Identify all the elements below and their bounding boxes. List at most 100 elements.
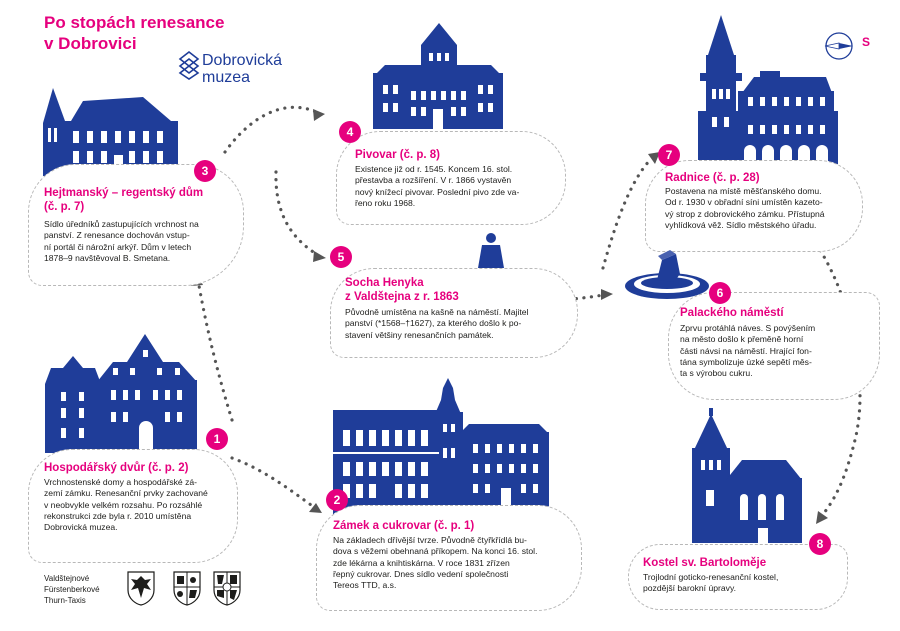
route-1-3 [196,278,234,422]
text-line: Zprvu protáhlá náves. S povýšením [680,323,816,333]
compass-label: S [862,35,871,49]
stop-3-title: Hejtmanský – regentský dům (č. p. 7) [44,186,203,214]
stop-2-text: Na základech dřívější tvrze. Původně čty… [333,535,537,591]
text-line: Dobrovická muzea. [44,522,118,533]
stop-5-badge[interactable]: 5 [330,246,352,268]
route-3-4 [223,105,318,154]
text-line: nový knížecí pivovar. Poslední pivo zde … [355,186,520,197]
stop-6-title: Palackého náměstí [680,307,784,319]
stop-3-badge[interactable]: 3 [194,160,216,182]
fountain-icon [625,250,709,299]
museum-name-line2: muzea [202,69,251,86]
stop-5-text: Původně umístěna na kašně na náměstí. Ma… [345,307,528,341]
stop-4-title: Pivovar (č. p. 8) [355,149,441,161]
stop-2-title: Zámek a cukrovar (č. p. 1) [333,520,475,532]
family-name: Thurn-Taxis [44,596,86,605]
stop-4-text: Existence již od r. 1545. Koncem 16. sto… [355,164,519,209]
text-line: Na základech dřívější tvrze. Původně čty… [333,535,527,545]
text-line: zde lékárna a knihtiskárna. V roce 1831 … [333,557,510,568]
text-line: 1878–9 navštěvoval B. Smetana. [44,252,171,263]
arrow-to-4 [313,109,325,121]
stop-8-text: Trojlodní goticko-renesanční kostel, poz… [643,572,778,595]
route-7-8 [810,236,862,520]
text-line: Původně umístěna na kašně na náměstí. Ma… [345,307,529,317]
text-line: rekonstrukci zde byla r. 2010 umístěna [44,510,192,521]
page-title: Po stopách renesance v Dobrovici [44,13,225,53]
text-line: vyhlídková věž. Sídlo městského úřadu. [665,219,817,230]
stop-2-badge[interactable]: 2 [326,489,348,511]
stop-1-title: Hospodářský dvůr (č. p. 2) [44,462,189,474]
stop-3-text: Sídlo úředníků zastupujících vrchnost na… [44,219,199,264]
stop-5-title-line: z Valdštejna z r. 1863 [345,291,459,303]
stop-4-card [336,131,566,225]
text-line: pozdější barokní úpravy. [643,583,736,594]
castle-building [333,378,549,514]
stop-2-card [316,505,582,611]
arrow-to-5 [313,251,326,262]
stop-6-card [668,292,880,400]
stop-7-card [645,160,863,252]
stop-1-badge[interactable]: 1 [206,428,228,450]
stop-5-title: Socha Henyka z Valdštejna z r. 1863 [345,276,459,304]
text-line: panství (*1568–†1627), za kterého došlo … [345,318,522,329]
text-line: tána symbolizuje úzké sepětí měs- [680,356,812,367]
text-line: Od r. 1930 v obřadní síni umístěn kazeto… [665,197,823,208]
stop-6-badge[interactable]: 6 [709,282,731,304]
arrow-to-2 [309,503,322,513]
text-line: řeno roku 1968. [355,197,416,208]
text-line: ní portál či nárožní arkýř. Dům v letech [44,241,192,252]
museum-name-line1: Dobrovická [202,52,283,69]
text-line: Vrchnostenské domy a hospodářské zá- [44,477,198,487]
stop-8-title: Kostel sv. Bartoloměje [643,557,767,569]
furstenberk-crest-icon [173,571,201,606]
text-line: na město došlo k přeměně horní [680,334,804,345]
stop-6-text: Zprvu protáhlá náves. S povýšením na měs… [680,323,815,379]
route-4-5 [274,170,320,257]
stop-8-card [628,544,848,610]
text-line: stavení většiny renesančních památek. [345,329,494,340]
stop-1-card [28,449,238,563]
noble-families: Valdštejnové Fürstenberkové Thurn-Taxis [44,573,100,606]
text-line: Trojlodní goticko-renesanční kostel, [643,572,779,582]
church-building [692,408,802,543]
town-hall-building [698,15,838,167]
text-line: zemí zámku. Renesanční prvky zachované [44,488,208,499]
arrow-to-7 [648,152,660,164]
text-line: Existence již od r. 1545. Koncem 16. sto… [355,164,513,174]
stop-7-text: Postavena na místě měšťanského domu. Od … [665,186,825,231]
text-line: ta s výrobou cukru. [680,368,753,379]
text-line: vý strop z dobrovického zámku. Přístupná [665,208,825,219]
stop-8-badge[interactable]: 8 [809,533,831,555]
family-name: Fürstenberkové [44,585,100,594]
stop-3-title-line: (č. p. 7) [44,201,85,213]
stop-7-title: Radnice (č. p. 28) [665,172,760,184]
text-line: v neobvykle velkém rozsahu. Po rozsáhlé [44,499,203,510]
text-line: Postavena na místě měšťanského domu. [665,186,822,196]
family-name: Valdštejnové [44,574,90,583]
text-line: řepný cukrovar. Dnes sídlo vedení společ… [333,568,509,579]
route-1-2 [230,456,320,512]
text-line: panství. Z renesance dochován vstup- [44,230,190,241]
arrow-to-8 [816,511,828,524]
stop-3-card [28,164,244,286]
text-line: části návsi na náměstí. Hrající fon- [680,345,812,356]
stop-3-title-line: Hejtmanský – regentský dům [44,187,204,199]
text-line: dova s věžemi obehnaná příkopem. Na konc… [333,546,538,557]
thurn-taxis-crest-icon [213,571,241,606]
farmstead-building [45,334,197,453]
compass-icon [824,32,853,60]
museum-logo-icon [178,50,200,80]
valdstejn-crest-icon [127,571,155,606]
stop-5-title-line: Socha Henyka [345,277,424,289]
text-line: Sídlo úředníků zastupujících vrchnost na [44,219,199,229]
regent-house-building [43,88,178,176]
stop-1-text: Vrchnostenské domy a hospodářské zá- zem… [44,477,208,533]
arrow-to-6 [601,289,613,300]
brewery-building [373,23,503,129]
stop-7-badge[interactable]: 7 [658,144,680,166]
text-line: Tereos TTD, a.s. [333,580,397,591]
route-6-7 [601,156,654,270]
stop-4-badge[interactable]: 4 [339,121,361,143]
stop-5-card [330,268,578,358]
